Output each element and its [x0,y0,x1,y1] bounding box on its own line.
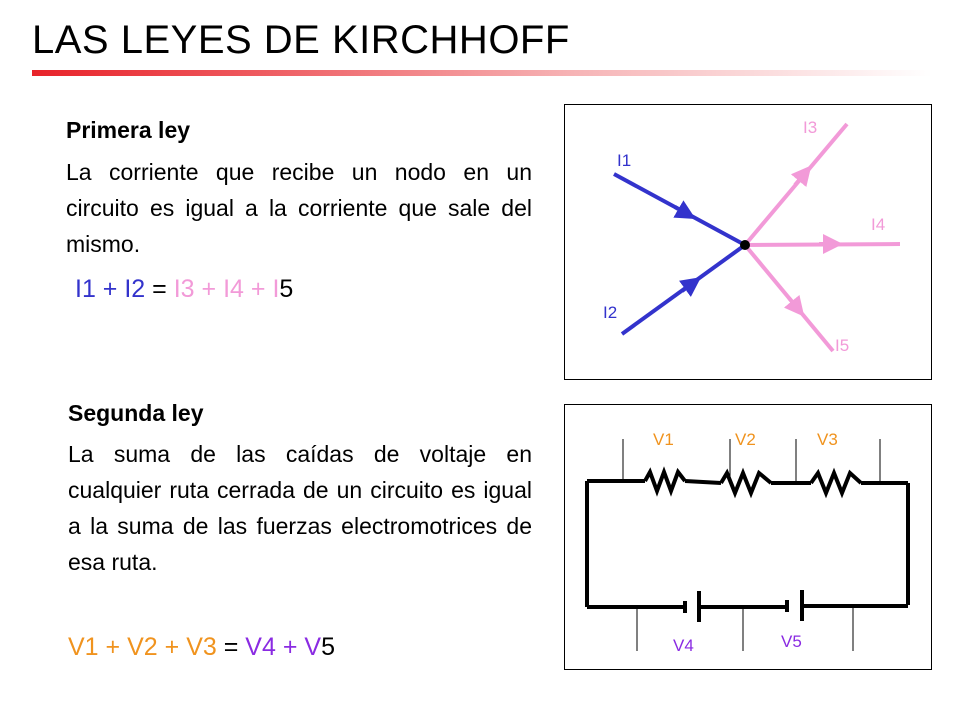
label-v1: V1 [653,430,674,449]
resistor-v2-icon [719,467,773,499]
eq-plus: + [95,275,125,303]
page-title: LAS LEYES DE KIRCHHOFF [32,18,570,62]
eq-i5-digit: 5 [279,275,294,303]
eq-plus: + [157,633,187,661]
second-law-heading: Segunda ley [68,400,204,426]
voltage-markers-top [622,439,881,481]
arrow-i1 [673,200,696,220]
eq-v5-digit: 5 [321,633,335,661]
eq-v1: V1 [68,633,99,661]
label-i5: I5 [835,336,849,355]
battery-v5-icon [785,590,804,621]
eq-plus: + [194,275,224,303]
label-i3: I3 [803,118,817,137]
eq-i1: I1 [75,275,96,303]
eq-equals: = [216,633,246,661]
circuit-wires [585,479,910,609]
node-diagram-frame: I1 I2 I3 I4 I5 [564,104,932,380]
first-law-equation: I1 + I2 = I3 + I4 + I5 [75,275,293,304]
eq-v5-letter: V [304,633,322,661]
battery-v4-icon [683,591,701,622]
arrow-i5 [783,294,805,317]
voltage-markers-bottom [636,607,854,651]
label-i4: I4 [871,215,885,234]
label-v4: V4 [673,636,694,655]
eq-plus: + [275,633,305,661]
eq-i4: I4 [223,275,244,303]
circuit-diagram-frame: V1 V2 V3 V4 V5 [564,404,932,670]
eq-equals: = [145,275,174,303]
first-law-heading: Primera ley [66,117,191,143]
label-i2: I2 [603,303,617,322]
arrow-i2 [679,277,702,297]
resistor-v1-icon [643,466,687,497]
eq-plus: + [98,633,128,661]
eq-i2: I2 [124,275,146,303]
second-law-text: La suma de las caídas de voltaje en cual… [68,441,532,575]
title-underline [32,70,932,76]
eq-i5-letter: I [272,275,280,303]
eq-v3: V3 [186,633,217,661]
node-dot [740,240,750,250]
label-v2: V2 [735,430,756,449]
label-v3: V3 [817,430,838,449]
eq-v4: V4 [245,633,276,661]
first-law-text: La corriente que recibe un nodo en un ci… [66,159,532,257]
node-diagram: I1 I2 I3 I4 I5 [603,118,901,355]
label-i1: I1 [617,151,631,170]
arrow-i3 [790,165,812,188]
resistor-v3-icon [809,467,863,499]
circuit-diagram: V1 V2 V3 V4 V5 [585,430,910,655]
second-law-equation: V1 + V2 + V3 = V4 + V5 [68,633,335,662]
label-v5: V5 [781,632,802,651]
eq-i3: I3 [173,275,195,303]
eq-plus: + [243,275,273,303]
eq-v2: V2 [127,633,158,661]
